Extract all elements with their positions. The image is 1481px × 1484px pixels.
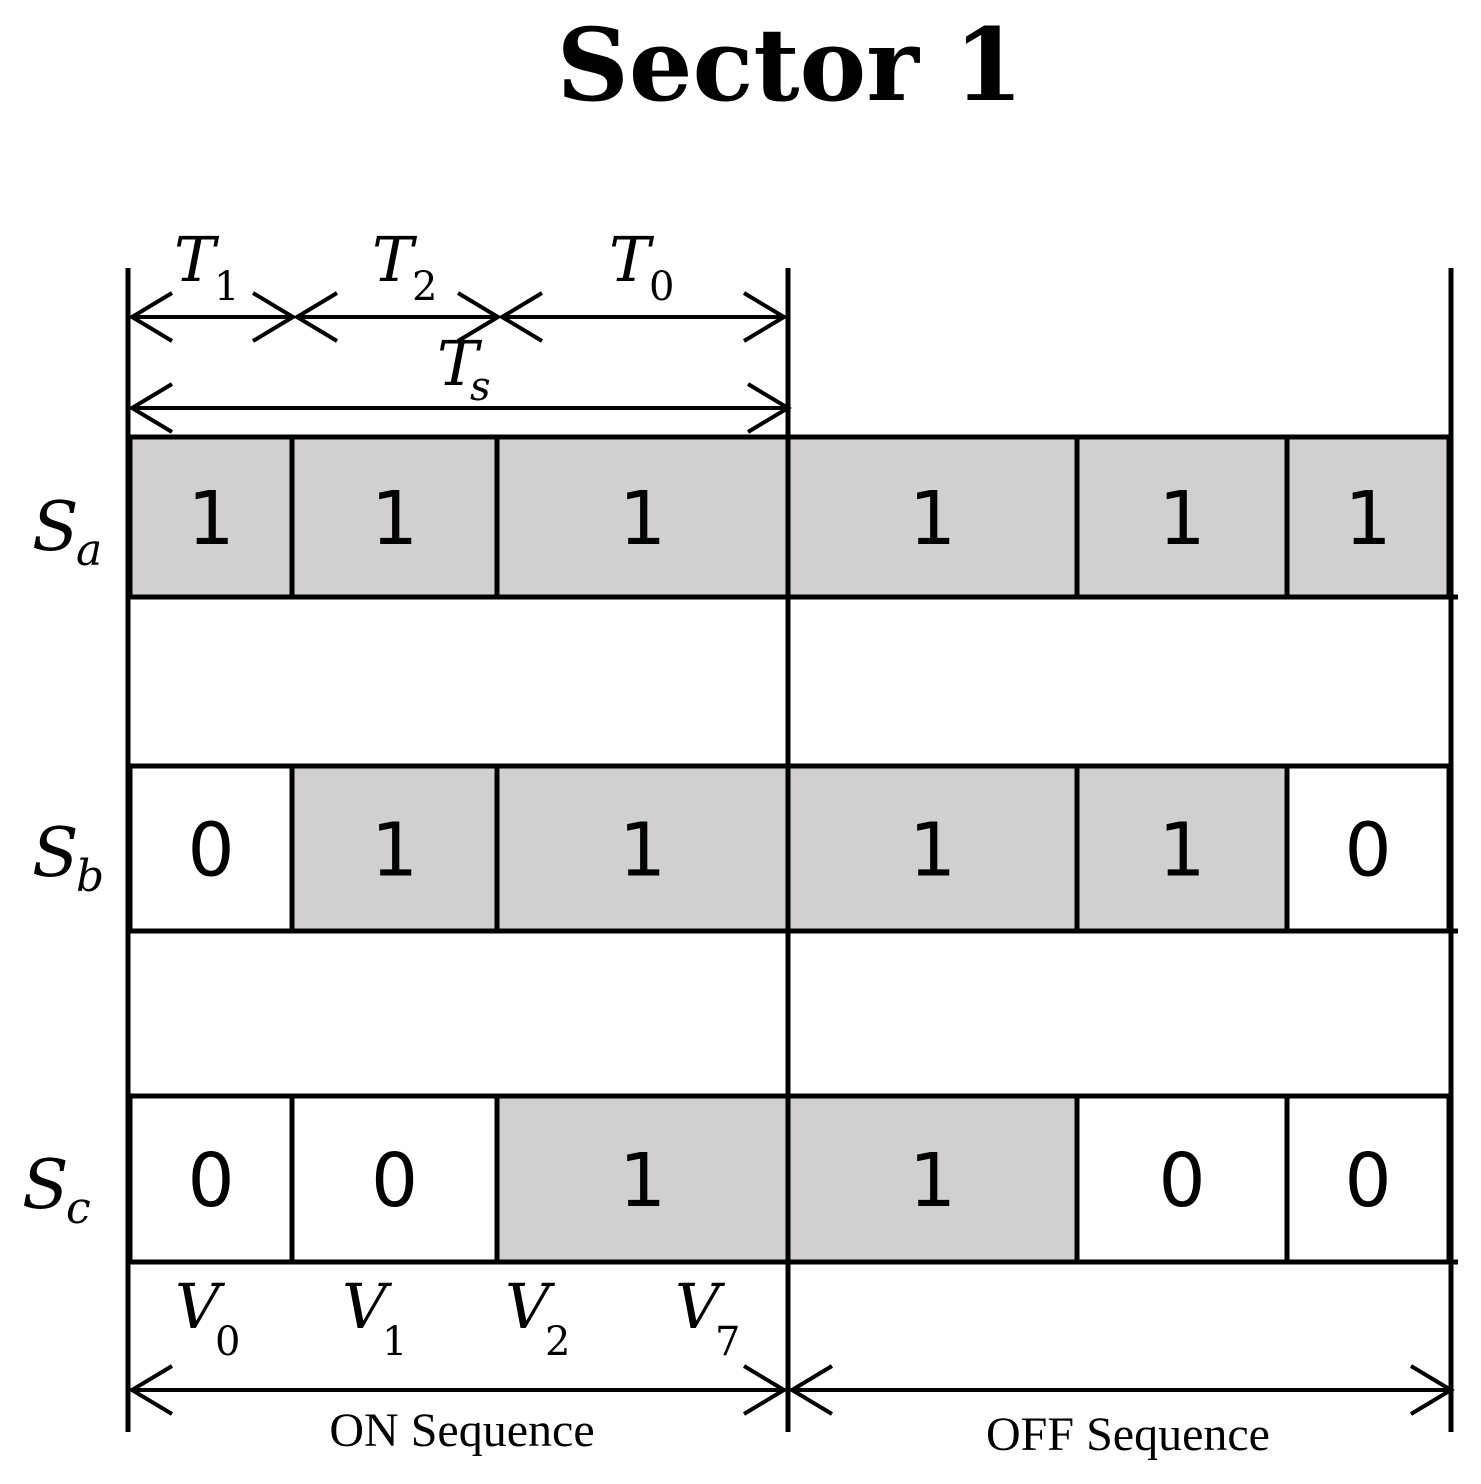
row-label-sc-symbol: S [22,1146,69,1225]
cell-value-b-2: 1 [371,808,418,894]
period-label-ts-subscript: s [470,364,491,410]
vector-label-v0-symbol: V [175,1270,226,1343]
cell-value-c-1: 0 [187,1138,234,1224]
vector-label-v7-symbol: V [675,1270,726,1343]
off-sequence-arrow [788,1364,1455,1416]
vector-label-v7-subscript: 7 [715,1319,740,1365]
on-sequence-arrow [128,1364,788,1416]
vector-label-v1: V 1 [342,1270,407,1365]
duration-label-t0-symbol: T [609,223,655,296]
cell-value-b-1: 0 [187,808,234,894]
cell-value-b-5: 1 [1158,808,1205,894]
duration-label-t1: T 1 [174,223,239,310]
vector-label-v0-subscript: 0 [215,1319,240,1365]
row-label-sa: S a [32,488,102,576]
cell-value-c-6: 0 [1344,1138,1391,1224]
duration-label-t2-symbol: T [372,223,418,296]
duration-t0-arrow [498,291,788,343]
duration-label-t0: T 0 [609,223,674,310]
cell-value-b-4: 1 [909,808,956,894]
cell-value-c-4: 1 [909,1138,956,1224]
period-ts-arrow [128,382,792,434]
period-label-ts: T s [437,327,491,410]
cell-c-5 [1074,1093,1290,1265]
vector-label-v2: V 2 [505,1270,570,1365]
row-label-sc: S c [22,1146,91,1234]
row-label-sb-subscript: b [76,851,104,902]
cell-b-2 [289,763,500,934]
cell-value-a-6: 1 [1344,476,1391,562]
duration-t2-arrow [293,291,502,343]
row-label-sa-subscript: a [76,525,102,576]
vector-label-v1-symbol: V [342,1270,393,1343]
cell-value-a-2: 1 [371,476,418,562]
switching-state-grid: 1 1 1 1 1 1 0 1 1 1 1 0 0 0 1 1 0 0 [127,434,1452,1265]
vector-label-v0: V 0 [175,1270,240,1365]
on-sequence-label: ON Sequence [329,1404,594,1457]
duration-t1-arrow [128,291,297,343]
diagram-title: Sector 1 [557,6,1024,124]
vector-label-v2-symbol: V [505,1270,556,1343]
cell-value-c-2: 0 [371,1138,418,1224]
off-sequence-label: OFF Sequence [986,1408,1270,1461]
cell-b-3 [494,763,791,934]
cell-value-a-3: 1 [619,476,666,562]
cell-value-a-4: 1 [909,476,956,562]
cell-value-c-3: 1 [619,1138,666,1224]
vector-label-v1-subscript: 1 [382,1319,407,1365]
duration-label-t2: T 2 [372,223,437,310]
cell-value-b-6: 0 [1344,808,1391,894]
cell-value-a-5: 1 [1158,476,1205,562]
row-label-sc-subscript: c [66,1183,91,1234]
period-label-ts-symbol: T [437,327,483,400]
row-label-sb: S b [32,814,104,902]
row-border-lines [128,434,1458,1265]
cell-value-a-1: 1 [187,476,234,562]
cell-value-c-5: 0 [1158,1138,1205,1224]
duration-label-t0-subscript: 0 [649,264,674,310]
duration-label-t2-subscript: 2 [412,264,437,310]
duration-label-t1-subscript: 1 [214,264,239,310]
vector-label-v2-subscript: 2 [545,1319,570,1365]
cell-c-3 [494,1093,791,1265]
cell-c-2 [289,1093,500,1265]
duration-label-t1-symbol: T [174,223,220,296]
vector-label-v7: V 7 [675,1270,740,1365]
row-label-sa-symbol: S [32,488,79,567]
row-label-sb-symbol: S [32,814,79,893]
cell-value-b-3: 1 [619,808,666,894]
